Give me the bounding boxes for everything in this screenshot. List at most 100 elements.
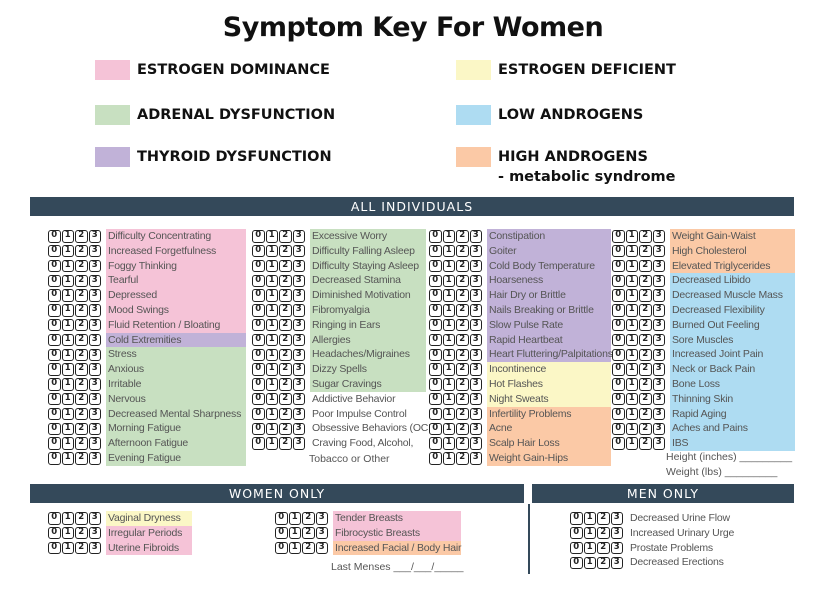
rating-option-2[interactable]: 2 bbox=[279, 230, 292, 243]
rating-option-2[interactable]: 2 bbox=[75, 526, 88, 540]
rating-option-3[interactable]: 3 bbox=[469, 244, 482, 258]
rating-option-0[interactable]: 0 bbox=[48, 304, 61, 317]
rating-option-2[interactable]: 2 bbox=[456, 422, 469, 435]
rating-option-2[interactable]: 2 bbox=[75, 363, 88, 376]
rating-option-3[interactable]: 3 bbox=[469, 348, 482, 362]
rating-option-1[interactable]: 1 bbox=[442, 407, 455, 421]
rating-option-3[interactable]: 3 bbox=[292, 392, 305, 406]
rating-option-2[interactable]: 2 bbox=[456, 289, 469, 302]
rating-option-1[interactable]: 1 bbox=[288, 526, 301, 540]
rating-option-0[interactable]: 0 bbox=[252, 348, 265, 362]
rating-option-3[interactable]: 3 bbox=[88, 289, 101, 302]
rating-option-1[interactable]: 1 bbox=[61, 407, 74, 421]
rating-option-1[interactable]: 1 bbox=[265, 348, 278, 362]
rating-option-1[interactable]: 1 bbox=[61, 348, 74, 362]
rating-option-3[interactable]: 3 bbox=[88, 392, 101, 406]
rating-option-0[interactable]: 0 bbox=[429, 437, 442, 450]
rating-option-2[interactable]: 2 bbox=[279, 304, 292, 317]
rating-option-3[interactable]: 3 bbox=[610, 526, 623, 540]
rating-option-1[interactable]: 1 bbox=[625, 244, 638, 258]
rating-option-2[interactable]: 2 bbox=[279, 259, 292, 273]
rating-option-3[interactable]: 3 bbox=[88, 318, 101, 332]
rating-option-0[interactable]: 0 bbox=[612, 259, 625, 273]
rating-option-0[interactable]: 0 bbox=[612, 230, 625, 243]
rating-option-1[interactable]: 1 bbox=[61, 363, 74, 376]
rating-option-2[interactable]: 2 bbox=[75, 318, 88, 332]
rating-option-1[interactable]: 1 bbox=[61, 422, 74, 435]
rating-option-0[interactable]: 0 bbox=[48, 274, 61, 288]
rating-option-0[interactable]: 0 bbox=[48, 289, 61, 302]
rating-option-0[interactable]: 0 bbox=[429, 422, 442, 435]
rating-option-0[interactable]: 0 bbox=[48, 230, 61, 243]
rating-option-3[interactable]: 3 bbox=[652, 333, 665, 347]
rating-option-1[interactable]: 1 bbox=[442, 392, 455, 406]
rating-option-3[interactable]: 3 bbox=[88, 304, 101, 317]
rating-option-0[interactable]: 0 bbox=[275, 512, 288, 525]
rating-option-3[interactable]: 3 bbox=[652, 274, 665, 288]
rating-option-3[interactable]: 3 bbox=[315, 512, 328, 525]
rating-option-3[interactable]: 3 bbox=[652, 392, 665, 406]
rating-option-1[interactable]: 1 bbox=[583, 526, 596, 540]
rating-option-1[interactable]: 1 bbox=[61, 452, 74, 465]
rating-option-1[interactable]: 1 bbox=[442, 230, 455, 243]
rating-option-1[interactable]: 1 bbox=[442, 304, 455, 317]
rating-option-0[interactable]: 0 bbox=[570, 556, 583, 570]
rating-option-0[interactable]: 0 bbox=[429, 452, 442, 465]
rating-option-2[interactable]: 2 bbox=[279, 378, 292, 391]
rating-option-2[interactable]: 2 bbox=[456, 244, 469, 258]
rating-option-1[interactable]: 1 bbox=[265, 244, 278, 258]
rating-option-3[interactable]: 3 bbox=[469, 407, 482, 421]
rating-option-2[interactable]: 2 bbox=[279, 437, 292, 450]
rating-option-2[interactable]: 2 bbox=[279, 289, 292, 302]
rating-option-1[interactable]: 1 bbox=[442, 422, 455, 435]
rating-option-0[interactable]: 0 bbox=[48, 526, 61, 540]
rating-option-0[interactable]: 0 bbox=[612, 437, 625, 450]
rating-option-3[interactable]: 3 bbox=[88, 333, 101, 347]
rating-option-0[interactable]: 0 bbox=[48, 541, 61, 555]
rating-option-0[interactable]: 0 bbox=[252, 259, 265, 273]
rating-option-1[interactable]: 1 bbox=[625, 304, 638, 317]
rating-option-3[interactable]: 3 bbox=[88, 244, 101, 258]
rating-option-1[interactable]: 1 bbox=[442, 244, 455, 258]
rating-option-0[interactable]: 0 bbox=[252, 318, 265, 332]
rating-option-1[interactable]: 1 bbox=[583, 556, 596, 570]
rating-option-1[interactable]: 1 bbox=[265, 318, 278, 332]
rating-option-1[interactable]: 1 bbox=[442, 333, 455, 347]
rating-option-1[interactable]: 1 bbox=[265, 437, 278, 450]
rating-option-3[interactable]: 3 bbox=[88, 363, 101, 376]
rating-option-0[interactable]: 0 bbox=[429, 363, 442, 376]
rating-option-0[interactable]: 0 bbox=[612, 304, 625, 317]
rating-option-2[interactable]: 2 bbox=[75, 289, 88, 302]
rating-option-2[interactable]: 2 bbox=[597, 512, 610, 525]
rating-option-2[interactable]: 2 bbox=[639, 348, 652, 362]
rating-option-0[interactable]: 0 bbox=[252, 392, 265, 406]
rating-option-3[interactable]: 3 bbox=[292, 230, 305, 243]
rating-option-1[interactable]: 1 bbox=[61, 304, 74, 317]
rating-option-0[interactable]: 0 bbox=[275, 541, 288, 555]
rating-option-3[interactable]: 3 bbox=[652, 407, 665, 421]
rating-option-2[interactable]: 2 bbox=[639, 407, 652, 421]
rating-option-1[interactable]: 1 bbox=[265, 407, 278, 421]
rating-option-3[interactable]: 3 bbox=[292, 437, 305, 450]
rating-option-2[interactable]: 2 bbox=[75, 274, 88, 288]
rating-option-3[interactable]: 3 bbox=[610, 556, 623, 570]
rating-option-2[interactable]: 2 bbox=[456, 348, 469, 362]
rating-option-2[interactable]: 2 bbox=[456, 333, 469, 347]
rating-option-0[interactable]: 0 bbox=[612, 392, 625, 406]
rating-option-0[interactable]: 0 bbox=[48, 318, 61, 332]
rating-option-1[interactable]: 1 bbox=[288, 512, 301, 525]
rating-option-0[interactable]: 0 bbox=[48, 363, 61, 376]
rating-option-1[interactable]: 1 bbox=[442, 318, 455, 332]
rating-option-2[interactable]: 2 bbox=[75, 244, 88, 258]
rating-option-0[interactable]: 0 bbox=[570, 526, 583, 540]
rating-option-2[interactable]: 2 bbox=[302, 541, 315, 555]
rating-option-3[interactable]: 3 bbox=[469, 289, 482, 302]
rating-option-0[interactable]: 0 bbox=[612, 422, 625, 435]
height-field[interactable]: Height (inches) _________ bbox=[666, 451, 793, 463]
rating-option-3[interactable]: 3 bbox=[652, 304, 665, 317]
rating-option-3[interactable]: 3 bbox=[88, 230, 101, 243]
rating-option-2[interactable]: 2 bbox=[456, 259, 469, 273]
rating-option-2[interactable]: 2 bbox=[456, 230, 469, 243]
rating-option-2[interactable]: 2 bbox=[639, 274, 652, 288]
rating-option-1[interactable]: 1 bbox=[61, 333, 74, 347]
